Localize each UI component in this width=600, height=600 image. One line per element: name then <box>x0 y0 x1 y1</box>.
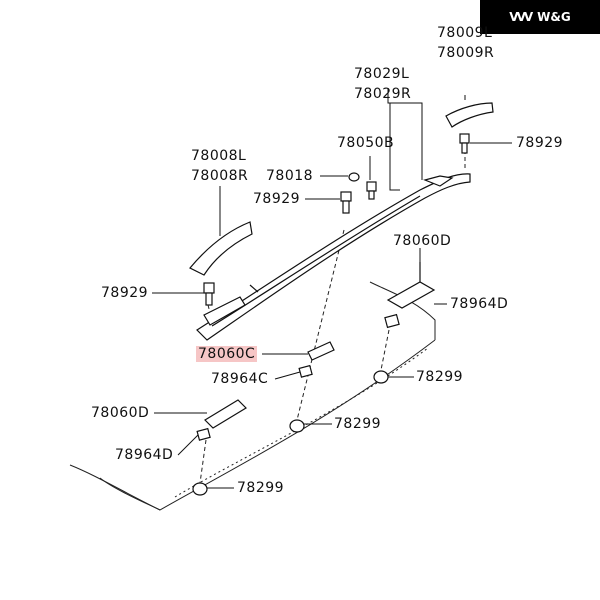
brackets <box>204 262 436 429</box>
part-label-78299-lower: 78299 <box>237 480 285 496</box>
part-label-78929-mid: 78929 <box>253 191 301 207</box>
part-label-78029R: 78029R <box>354 86 412 102</box>
part-label-78029L: 78029L <box>354 66 410 82</box>
screw-fasteners <box>203 133 470 306</box>
brand-mark-icon: VVV <box>509 10 533 24</box>
brand-name: W&G <box>537 10 571 24</box>
part-label-78008L: 78008L <box>191 148 247 164</box>
part-label-78299-upper: 78299 <box>416 369 464 385</box>
part-label-78060D-lower: 78060D <box>91 405 150 421</box>
end-cap-rear <box>445 102 494 128</box>
part-label-78964D-lower: 78964D <box>115 447 174 463</box>
clips <box>196 313 400 441</box>
brand-logo: VVV W&G <box>480 0 600 34</box>
part-label-78009R: 78009R <box>437 45 495 61</box>
part-label-78009L: 78009L <box>437 25 493 41</box>
part-label-78929-front: 78929 <box>101 285 149 301</box>
part-label-78060C-highlighted: 78060C <box>196 346 258 362</box>
part-label-78964D-upper: 78964D <box>450 296 509 312</box>
roof-outline <box>69 281 436 511</box>
part-label-78050B: 78050B <box>337 135 395 151</box>
end-cap-front <box>189 221 253 276</box>
leader-lines <box>152 88 512 489</box>
washer <box>348 172 360 182</box>
roof-rail <box>196 173 471 341</box>
part-label-78018: 78018 <box>266 168 314 184</box>
part-label-78929-rear: 78929 <box>516 135 564 151</box>
part-label-78060D-upper: 78060D <box>393 233 452 249</box>
part-label-78008R: 78008R <box>191 168 249 184</box>
part-label-78299-mid: 78299 <box>334 416 382 432</box>
grommets <box>192 370 389 496</box>
part-label-78964C: 78964C <box>211 371 269 387</box>
